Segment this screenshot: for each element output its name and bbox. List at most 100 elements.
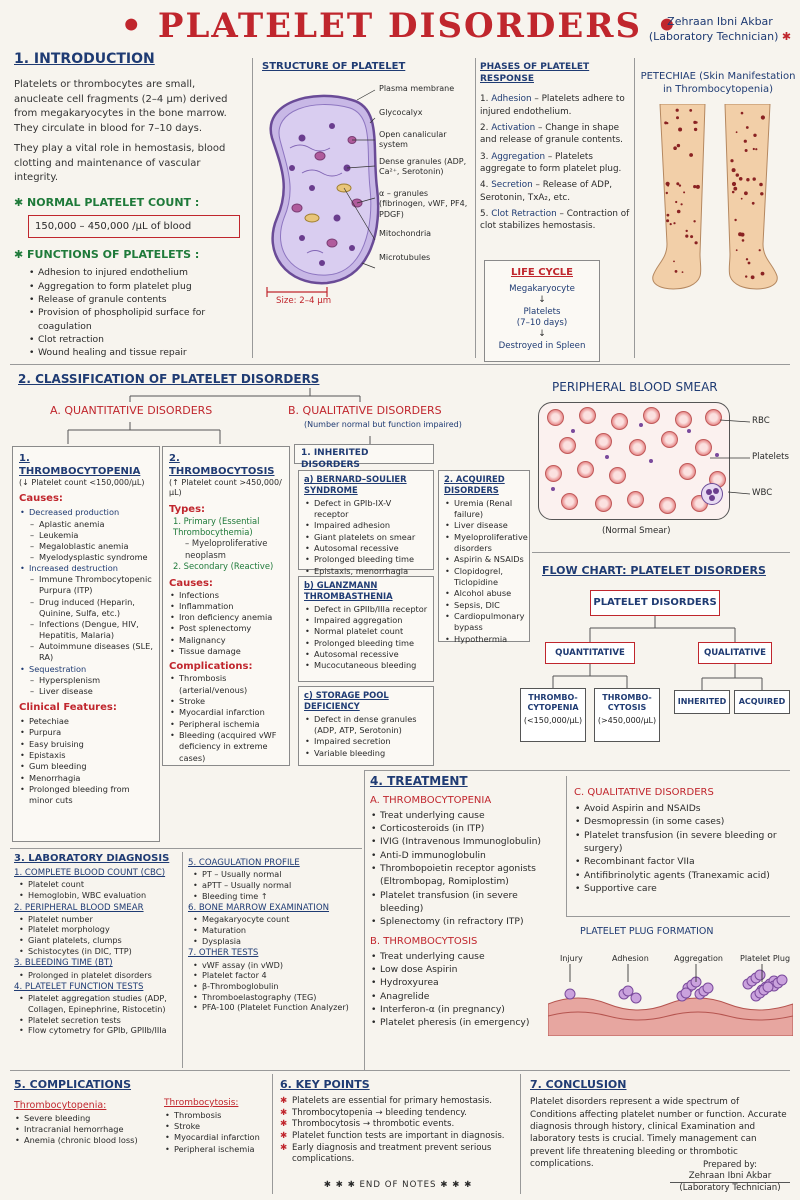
phases-list: 1. Adhesion – Platelets adhere to injure…: [480, 93, 630, 232]
comp-tp-list: Severe bleedingIntracranial hemorrhageAn…: [14, 1113, 162, 1147]
lab-item: PFA-100 (Platelet Function Analyzer): [192, 1002, 360, 1013]
tc-type-item: 2. Secondary (Reactive): [173, 561, 274, 572]
function-item: Wound healing and tissue repair: [28, 346, 244, 360]
petechia-dot: [752, 276, 755, 279]
label-leaders: [343, 89, 376, 269]
petechia-dot: [738, 177, 743, 181]
life-cycle-box: LIFE CYCLE Megakaryocyte ↓ Platelets (7–…: [484, 260, 600, 362]
plug-platelets: [564, 969, 788, 1004]
platelet-cytoplasm: [278, 104, 372, 276]
tp-causes-heading: Causes:: [19, 493, 63, 505]
treatment-tp-item: Anti-D immunoglobulin: [370, 849, 562, 863]
classification-heading: 2. CLASSIFICATION OF PLATELET DISORDERS: [18, 372, 320, 386]
comp-tc-item: Stroke: [164, 1121, 274, 1133]
acquired-heading: 2. ACQUIRED DISORDERS: [444, 474, 505, 495]
treatment-qd-item: Antifibrinolytic agents (Tranexamic acid…: [574, 869, 788, 883]
bss-item: Autosomal recessive: [304, 543, 428, 555]
spd-box: c) STORAGE POOL DEFICIENCY Defect in den…: [298, 686, 434, 766]
fc-thrombocytopenia: THROMBO- CYTOPENIA (<150,000/µL): [520, 688, 586, 742]
petechia-dot: [744, 149, 748, 152]
prepared-by: Prepared by: Zehraan Ibni Akbar (Laborat…: [670, 1160, 790, 1195]
gt-item: Normal platelet count: [304, 626, 428, 638]
bss-item: Impaired adhesion: [304, 520, 428, 532]
conclusion-heading: 7. CONCLUSION: [530, 1078, 627, 1091]
tp-cause-item: Myelodysplastic syndrome: [29, 552, 153, 563]
classification-tree-lines: [67, 388, 371, 444]
petechia-dot: [695, 184, 700, 189]
tc-comp-heading: Complications:: [169, 661, 253, 673]
normal-count-heading: ✱ NORMAL PLATELET COUNT :: [14, 195, 200, 209]
lab-item: Flow cytometry for GPIb, GPIIb/IIIa: [18, 1025, 180, 1036]
petechia-dot: [666, 219, 670, 223]
plug-formation-diagram: [548, 964, 793, 1036]
petechia-dot: [690, 235, 694, 239]
comp-tc-item: Thrombosis: [164, 1110, 274, 1122]
acquired-item: Uremia (Renal failure): [444, 498, 524, 521]
petechia-dot: [666, 213, 670, 217]
function-item: Adhesion to injured endothelium: [28, 266, 244, 280]
thrombocytopenia-sub: (↓ Platelet count <150,000/µL): [19, 478, 145, 487]
keypoint-item: ✱Thrombocytopenia → bleeding tendency.: [280, 1107, 467, 1118]
plug-platelet: [564, 988, 576, 1000]
rbc-cell: [643, 407, 660, 424]
intro-para-2: They play a vital role in hemostasis, bl…: [14, 143, 226, 184]
normal-count-value: 150,000 – 450,000 /µL of blood: [28, 214, 240, 238]
tp-cause-item: Increased destruction: [19, 563, 153, 574]
spd-item: Variable bleeding: [304, 748, 428, 760]
label-plasma-membrane: Plasma membrane: [379, 84, 455, 93]
keypoints-list: ✱Platelets are essential for primary hem…: [280, 1096, 516, 1166]
tp-cause-item: Drug induced (Heparin, Quinine, Sulfa, e…: [29, 597, 153, 619]
comp-tp-item: Intracranial hemorrhage: [14, 1124, 162, 1136]
structure-heading: STRUCTURE OF PLATELET: [262, 61, 406, 72]
tp-cause-item: Decreased production: [19, 507, 153, 518]
lab-item: Thromboelastography (TEG): [192, 992, 360, 1003]
acquired-item: Myeloproliferative disorders: [444, 532, 528, 555]
petechia-dot: [760, 271, 765, 276]
thrombocytosis-box: 2. THROMBOCYTOSIS (↑ Platelet count >450…: [162, 446, 290, 766]
tc-type-item: – Myeloproliferative neoplasm: [185, 538, 268, 560]
rbc-cell: [595, 495, 612, 512]
treatment-qd-list: Avoid Aspirin and NSAIDsDesmopressin (in…: [574, 802, 788, 896]
tc-complication-item: Peripheral ischemia: [169, 719, 283, 731]
petechia-dot: [752, 147, 755, 151]
petechia-dot: [693, 127, 698, 132]
keypoints-heading: 6. KEY POINTS: [280, 1078, 370, 1091]
acquired-item: Alcohol abuse: [444, 588, 524, 600]
fc-quantitative: QUANTITATIVE: [545, 642, 635, 664]
phase-item: 5. Clot Retraction – Contraction of clot…: [480, 208, 630, 232]
smear-label-wbc: WBC: [752, 488, 773, 498]
spd-list: Defect in dense granules (ADP, ATP, Sero…: [304, 714, 428, 760]
tc-causes-heading: Causes:: [169, 577, 213, 589]
label-alpha-granules: α – granules (fibrinogen, vWF, PF4, PDGF…: [379, 189, 468, 219]
platelet-dot: [605, 455, 609, 459]
lab-left-list: 1. COMPLETE BLOOD COUNT (CBC)Platelet co…: [14, 868, 180, 1036]
life-step-platelets: Platelets: [523, 306, 561, 317]
petechia-dot: [740, 111, 744, 115]
life-cycle-heading: LIFE CYCLE: [510, 267, 573, 278]
petechia-dot: [689, 109, 693, 112]
function-item: Aggregation to form platelet plug: [28, 280, 244, 294]
rbc-cell: [679, 463, 696, 480]
rbc-cell: [705, 409, 722, 426]
spd-item: Impaired secretion: [304, 736, 428, 748]
treatment-tp-item: Treat underlying cause: [370, 809, 562, 823]
acquired-box: 2. ACQUIRED DISORDERS Uremia (Renal fail…: [438, 470, 530, 645]
petechia-dot: [673, 146, 677, 150]
rbc-cell: [609, 467, 626, 484]
petechia-dot: [665, 181, 670, 186]
platelet-size: Size: 2–4 µm: [276, 296, 332, 306]
petechia-dot: [759, 182, 763, 187]
smear-slide: [538, 402, 730, 520]
clinical-feature-item: Gum bleeding: [19, 761, 153, 773]
treatment-qd-item: Avoid Aspirin and NSAIDs: [574, 802, 788, 816]
treatment-qd-item: Platelet transfusion (in severe bleeding…: [574, 829, 788, 856]
platelet-dot: [551, 487, 555, 491]
treatment-tc-item: Hydroxyurea: [370, 976, 562, 990]
gt-heading: b) GLANZMANN THROMBASTHENIA: [304, 580, 393, 601]
treatment-section: 4. TREATMENT A. THROMBOCYTOPENIA Treat u…: [370, 774, 562, 1030]
treatment-tp-heading: A. THROMBOCYTOPENIA: [370, 794, 492, 806]
petechia-dot: [735, 249, 738, 252]
tc-cause-item: Infections: [169, 590, 283, 602]
canalicular-system: [289, 144, 343, 254]
acquired-item: Liver disease: [444, 520, 524, 532]
